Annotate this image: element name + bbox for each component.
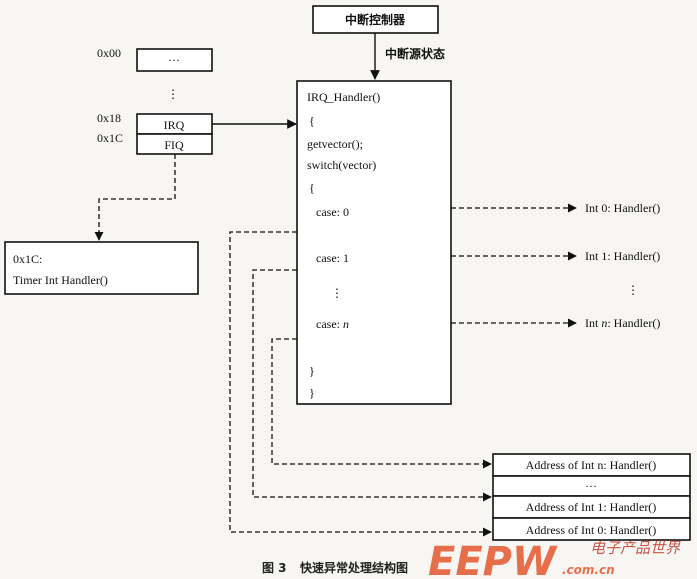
vector-ellipsis: ⋮ [167, 87, 179, 101]
irq-handler-switch-brace: { [309, 181, 315, 195]
case-n-address-connector [271, 338, 492, 469]
address-row-1-label: Address of Int 1: Handler() [526, 500, 657, 514]
timer-handler-address: 0x1C: [13, 252, 42, 266]
int-n-var: n [601, 316, 607, 330]
fiq-vector-label: FIQ [164, 138, 184, 152]
irq-handler-open-brace: { [309, 114, 315, 128]
figure-number: 图 3 [262, 561, 287, 575]
eepw-watermark: EEPW .com.cn 电子产品世界 [428, 539, 681, 579]
address-row-ellipsis-label: ··· [585, 479, 597, 493]
case-0-label: case: 0 [316, 205, 349, 219]
handler-ellipsis: ⋮ [627, 283, 639, 297]
interrupt-source-status-label: 中断源状态 [385, 46, 445, 61]
irq-handler-close-1: } [309, 364, 315, 378]
int-1-handler: Int 1: Handler() [585, 249, 660, 263]
irq-vector-label: IRQ [164, 118, 185, 132]
int-n-prefix: Int [585, 316, 601, 330]
address-row-n-label: Address of Int n: Handler() [526, 458, 657, 472]
irq-handler-box [296, 80, 452, 405]
vector-addr-0x00: 0x00 [97, 46, 121, 60]
address-row-0-label: Address of Int 0: Handler() [526, 523, 657, 537]
case-n-prefix: case: [316, 317, 343, 331]
address-table: Address of Int n: Handler() ··· Address … [492, 453, 691, 541]
watermark-cn-text: 电子产品世界 [590, 539, 681, 557]
watermark-brand: EEPW [428, 539, 558, 579]
case-1-label: case: 1 [316, 251, 349, 265]
vector-entry-top [136, 48, 213, 72]
case-n-var: n [343, 317, 349, 331]
case-n-label: case: n [316, 317, 349, 331]
interrupt-controller-label: 中断控制器 [345, 12, 406, 27]
watermark-domain: .com.cn [562, 563, 615, 577]
timer-handler-name: Timer Int Handler() [13, 273, 108, 287]
timer-handler-box [4, 241, 199, 295]
irq-handler-close-2: } [309, 386, 315, 400]
irq-handler-switch: switch(vector) [307, 158, 376, 172]
vector-addr-0x1c: 0x1C [97, 131, 123, 145]
vector-addr-0x18: 0x18 [97, 111, 121, 125]
interrupt-controller-box: 中断控制器 [312, 5, 439, 34]
int-0-handler: Int 0: Handler() [585, 201, 660, 215]
address-row-0 [492, 517, 691, 541]
int-n-suffix: : Handler() [607, 316, 660, 330]
figure-caption: 快速异常处理结构图 [300, 560, 408, 575]
fiq-to-timer-arrow [94, 154, 176, 241]
int-n-handler: Int n: Handler() [585, 316, 660, 330]
case-ellipsis: ⋮ [331, 286, 343, 300]
case-0-address-connector [229, 231, 492, 537]
vector-entry-top-ellipsis: ··· [168, 53, 180, 67]
irq-handler-getvector: getvector(); [307, 137, 363, 151]
irq-handler-title: IRQ_Handler() [307, 90, 380, 104]
